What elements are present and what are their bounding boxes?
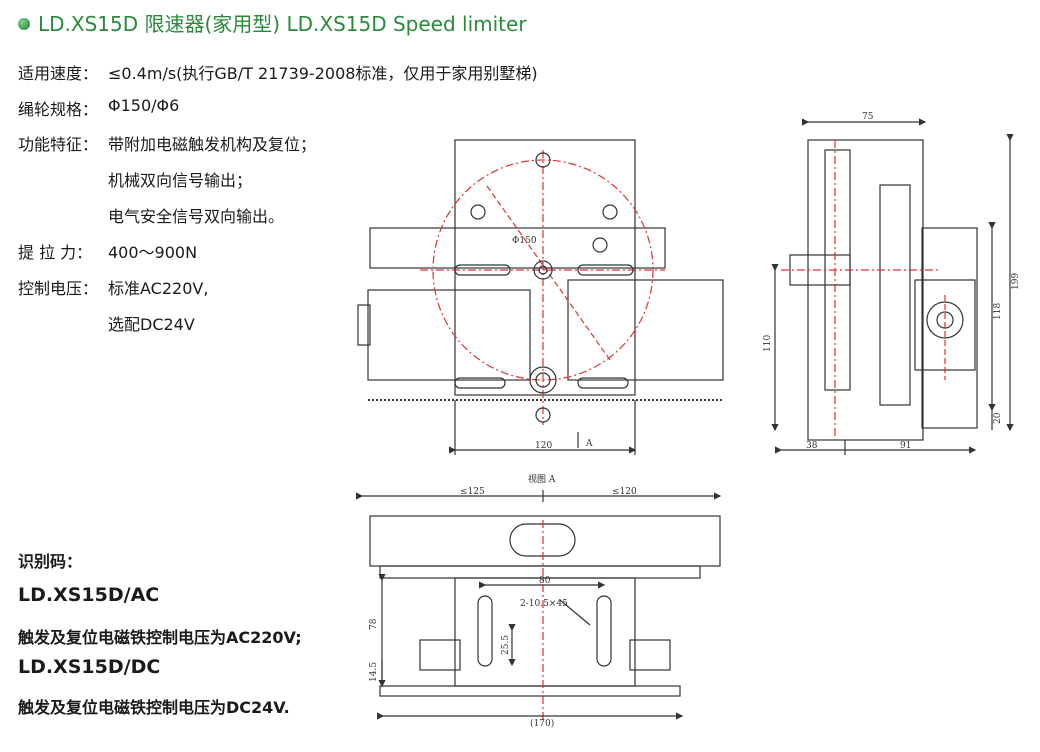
spec-features-line-3: 电气安全信号双向输出。 xyxy=(108,207,285,226)
dim-base: (170) xyxy=(530,718,554,729)
dim-view-a-height: 78 xyxy=(369,618,379,630)
spec-label: 适用速度： xyxy=(18,64,99,83)
view-arrow-label: A xyxy=(585,439,593,449)
id-code-dc: LD.XS15D/DC xyxy=(18,656,161,678)
id-code-ac: LD.XS15D/AC xyxy=(18,584,160,606)
spec-sheave: 绳轮规格： Φ150/Φ6 xyxy=(18,96,179,120)
spec-label: 提 拉 力： xyxy=(18,243,93,262)
spec-label: 绳轮规格： xyxy=(18,100,99,119)
spec-voltage-optional: 选配DC24V xyxy=(108,315,195,334)
spec-voltage: 控制电压： 标准AC220V, xyxy=(18,275,208,299)
spec-value: 400～900N xyxy=(108,243,198,262)
front-view xyxy=(357,139,724,455)
dim-slot-len: 25.5 xyxy=(501,635,511,655)
dim-hole: 2-10.5×45 xyxy=(520,599,568,609)
dim-side-h2: 110 xyxy=(763,335,773,352)
green-dot-icon xyxy=(18,18,30,30)
view-a xyxy=(356,490,722,720)
spec-value: 带附加电磁触发机构及复位； xyxy=(108,135,317,154)
dim-view-a-right: ≤120 xyxy=(612,487,637,497)
spec-value: 标准AC220V, xyxy=(108,279,209,298)
dim-view-a-left: ≤125 xyxy=(460,487,485,497)
dim-side-top: 75 xyxy=(862,112,874,122)
spec-label: 功能特征： xyxy=(18,135,99,154)
spec-speed: 适用速度： ≤0.4m/s(执行GB/T 21739-2008标准，仅用于家用别… xyxy=(18,60,538,84)
dim-slot-spacing: 80 xyxy=(539,576,551,586)
dim-side-w1: 38 xyxy=(806,441,818,451)
page-title: LD.XS15D 限速器(家用型) LD.XS15D Speed limiter xyxy=(18,8,527,37)
dim-side-w2: 91 xyxy=(900,441,911,451)
dim-diameter: Φ150 xyxy=(512,236,537,246)
view-a-caption: 视图 A xyxy=(528,473,556,485)
dim-side-h3: 20 xyxy=(993,412,1003,424)
spec-pull-force: 提 拉 力： 400～900N xyxy=(18,239,197,263)
spec-features: 功能特征： 带附加电磁触发机构及复位； xyxy=(18,131,316,155)
dim-view-a-low: 14.5 xyxy=(369,662,379,682)
spec-features-line-2: 机械双向信号输出； xyxy=(108,171,253,190)
id-desc-dc: 触发及复位电磁铁控制电压为DC24V. xyxy=(18,698,290,717)
spec-value: ≤0.4m/s(执行GB/T 21739-2008标准，仅用于家用别墅梯) xyxy=(108,64,538,83)
dim-front-width: 120 xyxy=(535,441,552,451)
id-heading: 识别码： xyxy=(18,552,83,571)
id-desc-ac: 触发及复位电磁铁控制电压为AC220V; xyxy=(18,628,302,647)
dim-side-total: 199 xyxy=(1011,273,1021,290)
spec-label: 控制电压： xyxy=(18,279,99,298)
dim-side-h1: 118 xyxy=(993,303,1003,320)
side-view xyxy=(771,118,1014,455)
spec-value: Φ150/Φ6 xyxy=(108,96,180,115)
